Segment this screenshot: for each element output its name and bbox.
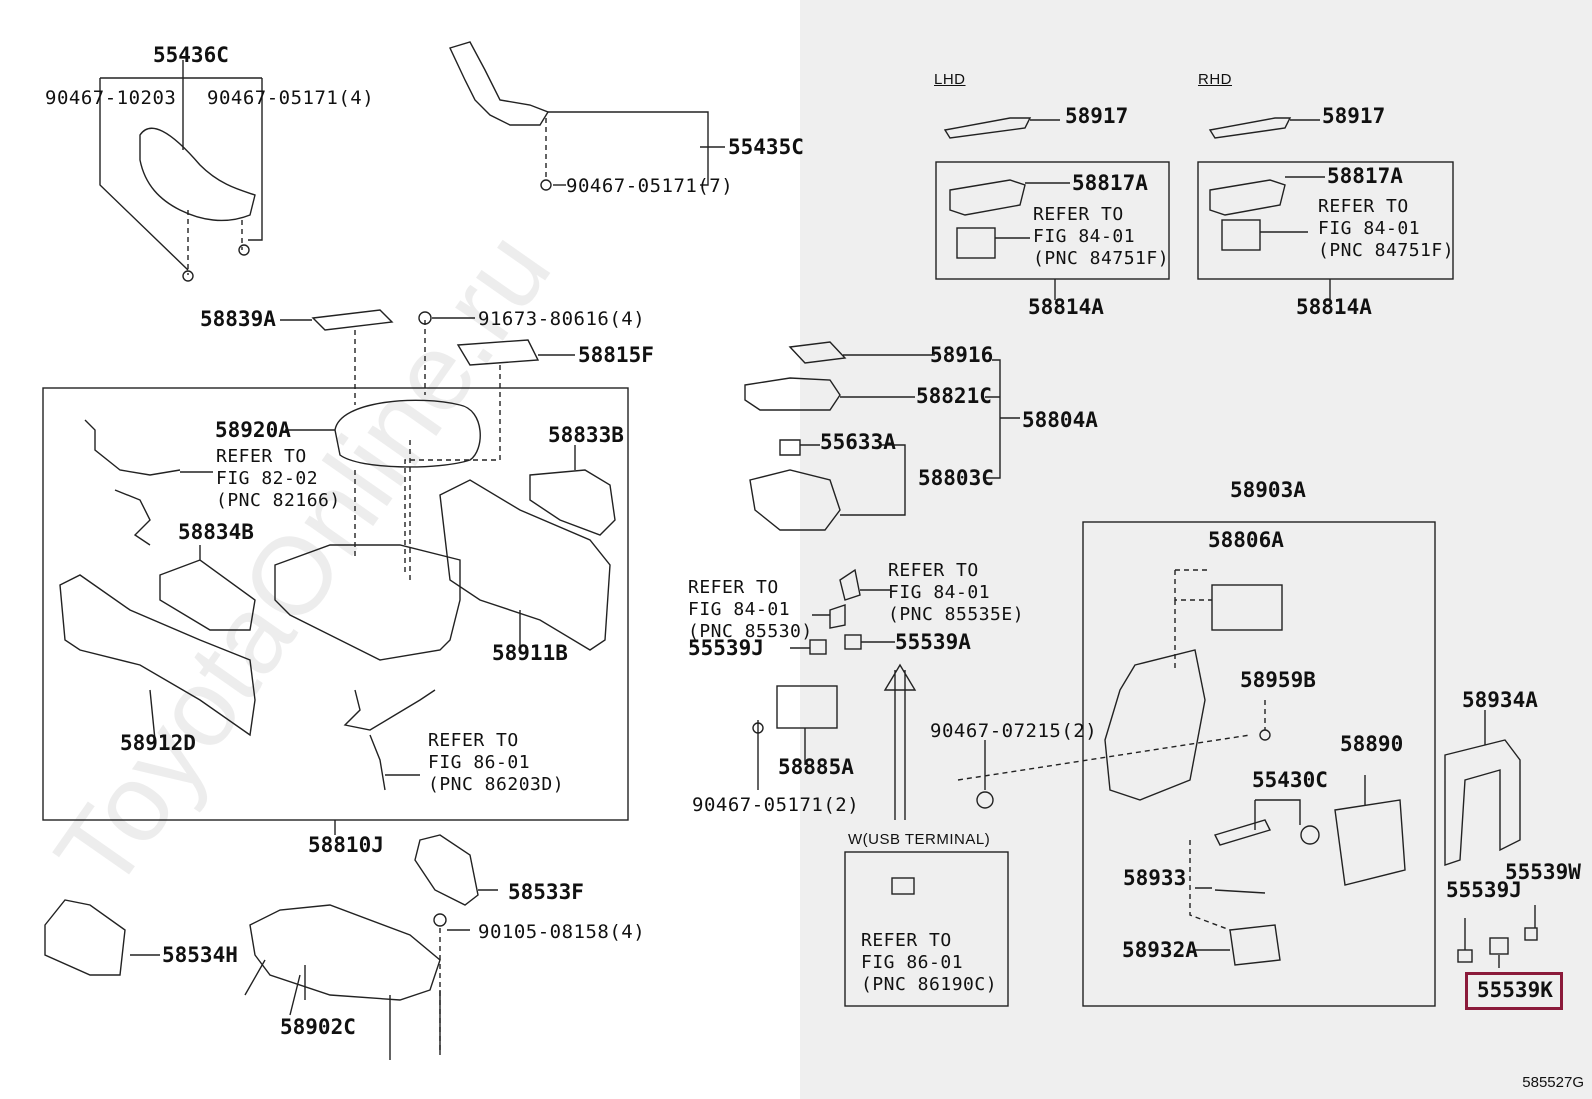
part-label: 55430C <box>1252 768 1328 792</box>
figure-id: 585527G <box>1522 1074 1584 1091</box>
part-label: 58911B <box>492 641 568 665</box>
part-label: 58902C <box>280 1015 356 1039</box>
part-label: 58916 <box>930 343 994 367</box>
part-label: 58920A <box>215 418 291 442</box>
part-label: 58934A <box>1462 688 1538 712</box>
reference-note: REFER TO FIG 84-01 (PNC 84751F) <box>1318 196 1455 261</box>
part-label: 58806A <box>1208 528 1284 552</box>
part-label: 58933 <box>1123 866 1187 890</box>
part-label: 55539J <box>688 636 764 660</box>
reference-note: REFER TO FIG 84-01 (PNC 85530) <box>688 577 813 642</box>
part-label: 58814A <box>1028 295 1104 319</box>
part-label: 58815F <box>578 343 654 367</box>
reference-note: REFER TO FIG 84-01 (PNC 84751F) <box>1033 204 1170 269</box>
part-label: 55435C <box>728 135 804 159</box>
variant-header-lhd: LHD <box>934 71 966 88</box>
part-label: 58534H <box>162 943 238 967</box>
assembly-box-lhd <box>935 161 1170 280</box>
reference-note: REFER TO FIG 86-01 (PNC 86190C) <box>861 930 998 995</box>
part-label: 55539J <box>1446 878 1522 902</box>
right-panel-background <box>800 0 1592 1099</box>
part-label: 58803C <box>918 466 994 490</box>
assembly-box-58903A <box>1082 521 1436 1007</box>
part-label: 58917 <box>1065 104 1129 128</box>
part-label: 90105-08158(4) <box>478 921 646 943</box>
part-label: 90467-05171(4) <box>207 87 375 109</box>
part-label: 91673-80616(4) <box>478 308 646 330</box>
highlighted-part-label: 55539K <box>1477 978 1553 1002</box>
part-label: 58817A <box>1072 171 1148 195</box>
part-label: 55436C <box>153 43 229 67</box>
part-label: 58912D <box>120 731 196 755</box>
part-label: 58810J <box>308 833 384 857</box>
part-label: 58833B <box>548 423 624 447</box>
part-label: 58932A <box>1122 938 1198 962</box>
usb-terminal-header: W(USB TERMINAL) <box>848 831 991 848</box>
assembly-box-rhd <box>1197 161 1454 280</box>
reference-note: REFER TO FIG 82-02 (PNC 82166) <box>216 446 341 511</box>
variant-header-rhd: RHD <box>1198 71 1232 88</box>
part-label: 58885A <box>778 755 854 779</box>
part-label: 58890 <box>1340 732 1404 756</box>
part-label: 90467-05171(2) <box>692 794 860 816</box>
part-label: 55633A <box>820 430 896 454</box>
part-label: 58821C <box>916 384 992 408</box>
part-label: 58959B <box>1240 668 1316 692</box>
part-label: 58817A <box>1327 164 1403 188</box>
part-label: 58834B <box>178 520 254 544</box>
part-label: 90467-10203 <box>45 87 177 109</box>
part-label: 58814A <box>1296 295 1372 319</box>
part-label: 58533F <box>508 880 584 904</box>
usb-terminal-box <box>844 851 1009 1007</box>
part-label: 58903A <box>1230 478 1306 502</box>
highlighted-part-box[interactable]: 55539K <box>1465 972 1563 1010</box>
part-label: 58917 <box>1322 104 1386 128</box>
part-label: 55539A <box>895 630 971 654</box>
reference-note: REFER TO FIG 84-01 (PNC 85535E) <box>888 560 1025 625</box>
reference-note: REFER TO FIG 86-01 (PNC 86203D) <box>428 730 565 795</box>
part-label: 55539W <box>1505 860 1581 884</box>
part-label: 58804A <box>1022 408 1098 432</box>
part-label: 58839A <box>200 307 276 331</box>
part-label: 90467-07215(2) <box>930 720 1098 742</box>
part-label: 90467-05171(7) <box>566 175 734 197</box>
